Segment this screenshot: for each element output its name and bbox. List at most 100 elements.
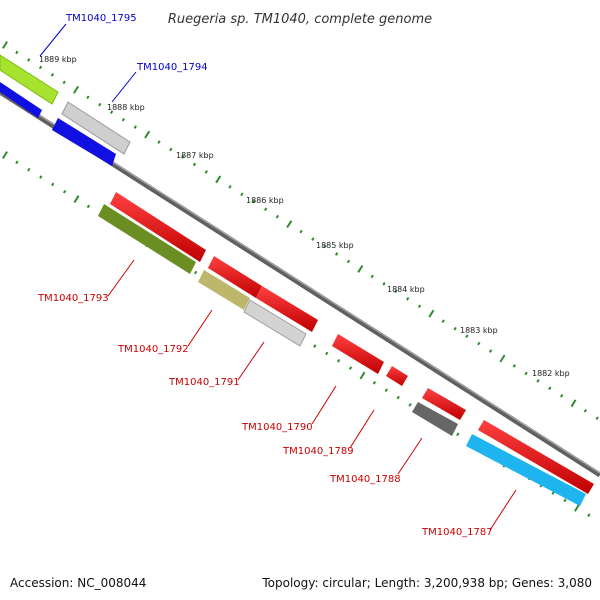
gene-label-tm1040-1793[interactable]: TM1040_1793 — [37, 293, 109, 304]
minor-tick — [453, 326, 457, 331]
major-tick — [73, 85, 80, 94]
gene-feature-tm1040-1790[interactable] — [332, 334, 384, 374]
minor-tick — [465, 334, 469, 338]
gene-label-tm1040-1788[interactable]: TM1040_1788 — [329, 474, 401, 485]
tick-label: 1884 kbp — [387, 285, 425, 294]
gene-feature-tm1040-1793[interactable] — [98, 204, 196, 274]
major-tick — [215, 175, 222, 184]
gene-feature-tm1040-1789[interactable] — [386, 366, 408, 386]
minor-tick — [563, 498, 567, 503]
accession-label: Accession: NC_008044 — [10, 576, 147, 590]
minor-tick — [325, 351, 329, 356]
gene-feature-red[interactable] — [256, 286, 318, 332]
minor-tick — [169, 147, 173, 152]
tick-labels: 1889 kbp 1888 kbp 1887 kbp 1886 kbp 1885… — [39, 55, 570, 378]
gene-labels: TM1040_1795 TM1040_1794 TM1040_1793 TM10… — [37, 13, 493, 538]
tick-label: 1882 kbp — [532, 369, 570, 378]
minor-tick — [275, 214, 280, 219]
minor-tick — [396, 395, 400, 400]
gene-label-tm1040-1794[interactable]: TM1040_1794 — [136, 62, 208, 73]
leader-line — [349, 409, 375, 449]
gene-feature-tm1040-1788[interactable] — [412, 402, 458, 436]
tick-label: 1886 kbp — [246, 196, 284, 205]
major-tick — [499, 354, 506, 363]
gene-label-tm1040-1789[interactable]: TM1040_1789 — [282, 446, 354, 457]
minor-tick — [240, 192, 244, 197]
minor-tick — [50, 73, 55, 77]
minor-tick — [524, 371, 528, 376]
gene-label-tm1040-1795[interactable]: TM1040_1795 — [65, 13, 137, 24]
minor-tick — [441, 319, 445, 324]
minor-tick — [456, 432, 460, 437]
minor-tick — [560, 394, 564, 398]
minor-tick — [252, 199, 256, 204]
minor-tick — [299, 229, 303, 234]
minor-tick — [62, 189, 67, 194]
gene-feature-tm1040-1795[interactable] — [0, 82, 42, 118]
leader-line — [311, 385, 337, 425]
minor-tick — [121, 117, 126, 122]
gene-feature-tm1040-1795-cds[interactable] — [0, 54, 59, 105]
minor-tick — [62, 80, 66, 85]
leader-line — [237, 341, 265, 381]
minor-tick — [551, 491, 555, 495]
gene-feature-red[interactable] — [478, 420, 594, 494]
minor-tick — [372, 381, 377, 385]
minor-tick — [38, 65, 43, 70]
gene-features — [0, 54, 594, 506]
minor-tick — [109, 110, 114, 115]
minor-tick — [15, 50, 19, 55]
major-tick — [574, 503, 580, 512]
minor-tick — [406, 296, 410, 301]
major-tick — [359, 371, 366, 380]
minor-tick — [348, 366, 353, 370]
gene-feature-red[interactable] — [110, 192, 206, 262]
minor-tick — [228, 185, 232, 189]
gene-label-tm1040-1792[interactable]: TM1040_1792 — [117, 344, 189, 355]
gene-label-tm1040-1790[interactable]: TM1040_1790 — [241, 422, 313, 433]
minor-tick — [157, 140, 161, 144]
label-leaders — [39, 23, 517, 531]
minor-tick — [86, 95, 90, 100]
major-tick — [286, 220, 293, 229]
minor-tick — [488, 349, 493, 353]
gene-label-tm1040-1787[interactable]: TM1040_1787 — [421, 527, 493, 538]
minor-tick — [204, 170, 208, 174]
tick-label: 1888 kbp — [107, 103, 145, 112]
leader-line — [187, 309, 213, 347]
gene-feature-red[interactable] — [208, 256, 262, 298]
major-tick — [2, 41, 8, 49]
tick-label: 1887 kbp — [176, 151, 214, 160]
major-tick — [144, 130, 151, 139]
minor-tick — [512, 364, 516, 368]
minor-tick — [323, 244, 327, 249]
minor-tick — [15, 160, 19, 165]
gene-label-tm1040-1791[interactable]: TM1040_1791 — [168, 377, 240, 388]
minor-tick — [192, 162, 197, 167]
minor-tick — [587, 513, 591, 517]
outer-tick-track — [2, 41, 599, 421]
minor-tick — [39, 175, 43, 179]
leader-line — [397, 437, 423, 475]
minor-tick — [194, 270, 198, 275]
minor-tick — [382, 282, 386, 286]
minor-tick — [536, 379, 540, 383]
minor-tick — [27, 167, 31, 172]
gene-feature-red[interactable] — [422, 388, 466, 420]
gene-feature-tm1040-1794[interactable] — [52, 118, 116, 166]
gene-feature-tm1040-1791[interactable] — [243, 299, 307, 347]
minor-tick — [337, 359, 341, 363]
major-tick — [570, 399, 577, 408]
leader-line — [107, 259, 135, 297]
minor-tick — [595, 416, 599, 421]
gene-feature-tm1040-1787[interactable] — [466, 434, 586, 506]
minor-tick — [548, 386, 552, 391]
gene-feature-tm1040-1792[interactable] — [198, 270, 250, 310]
gene-feature-tm1040-1794-cds[interactable] — [61, 101, 131, 155]
minor-tick — [370, 274, 374, 279]
tick-label: 1889 kbp — [39, 55, 77, 64]
minor-tick — [98, 102, 102, 107]
minor-tick — [313, 344, 317, 348]
minor-tick — [477, 341, 481, 346]
